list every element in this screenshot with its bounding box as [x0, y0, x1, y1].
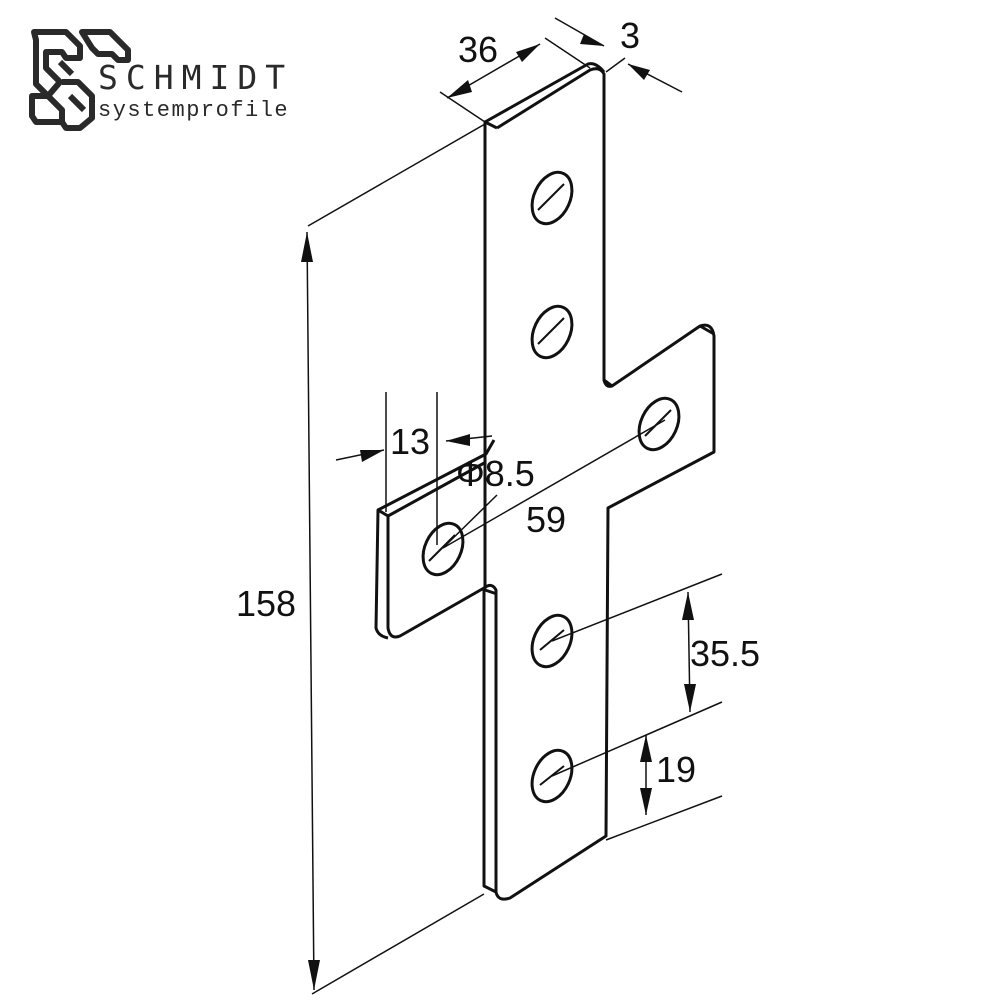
hole-2 — [530, 304, 574, 360]
dimension-width: 36 — [458, 29, 499, 70]
plate-outline — [374, 62, 716, 901]
hole-3 — [637, 396, 681, 452]
dimension-arrows — [301, 34, 696, 990]
logo-title: SCHMIDT — [98, 58, 294, 97]
mounting-holes — [421, 170, 681, 804]
logo-subtitle: systemprofile — [98, 98, 290, 123]
dimension-edge-to-hole: 13 — [390, 421, 431, 462]
hole-6 — [530, 748, 574, 804]
hole-1 — [530, 170, 574, 226]
dimension-hole-spacing: 35.5 — [690, 633, 761, 674]
dimension-arm-hole-spacing: 59 — [526, 499, 567, 540]
hole-4 — [421, 521, 465, 577]
hole-5 — [530, 613, 574, 669]
dimension-total-height: 158 — [236, 583, 297, 624]
dimension-lines — [306, 17, 723, 995]
dimension-hole-diameter: Φ8.5 — [456, 453, 535, 494]
aluminum-profile-s-logo-icon — [29, 29, 131, 131]
dimension-thickness: 3 — [620, 15, 641, 56]
dimension-end-hole-offset: 19 — [656, 749, 697, 790]
